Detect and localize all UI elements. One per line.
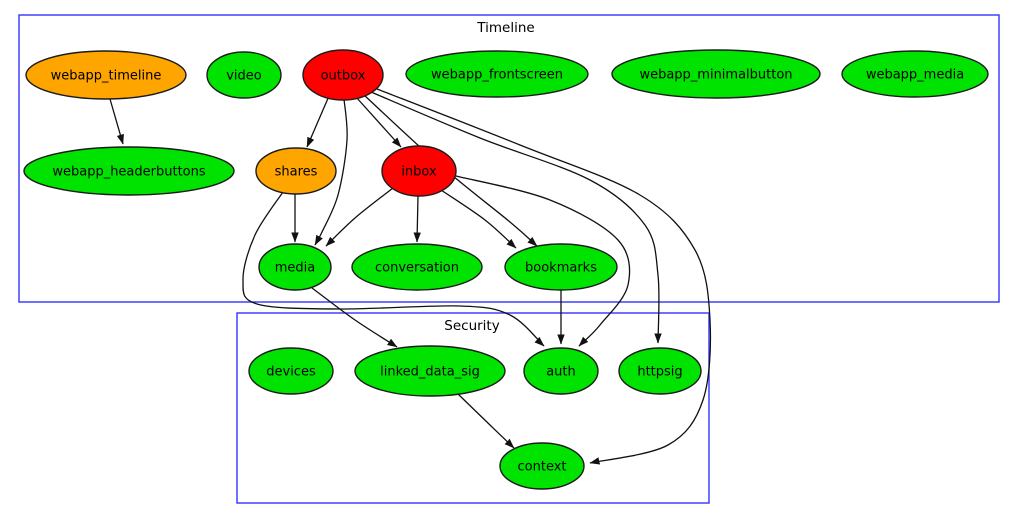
node-bookmarks: bookmarks [504, 243, 618, 291]
cluster-security [236, 312, 710, 504]
node-devices: devices [248, 347, 334, 395]
edge-inbox-to-conversation [413, 195, 421, 243]
edge-outbox-to-context [376, 88, 712, 465]
node-shape-webapp_headerbuttons [23, 146, 235, 196]
edge-outbox-to-media [314, 98, 348, 246]
node-webapp_frontscreen: webapp_frontscreen [405, 50, 589, 98]
edge-media-to-linked_data_sig [311, 287, 398, 348]
node-webapp_minimalbutton: webapp_minimalbutton [611, 49, 821, 99]
node-label-inbox: inbox [401, 165, 437, 180]
edge-outbox-to-httpsig [370, 91, 662, 344]
node-label-webapp_media: webapp_media [866, 68, 964, 83]
node-label-shares: shares [275, 165, 318, 180]
node-shape-webapp_frontscreen [405, 50, 589, 98]
edge-inbox-to-media [325, 187, 394, 247]
node-shape-bookmarks [504, 243, 618, 291]
node-label-webapp_timeline: webapp_timeline [51, 69, 162, 84]
node-label-bookmarks: bookmarks [525, 261, 597, 276]
node-webapp_headerbuttons: webapp_headerbuttons [23, 146, 235, 196]
node-inbox: inbox [381, 145, 457, 197]
node-outbox: outbox [302, 49, 384, 101]
node-shape-inbox [381, 145, 457, 197]
node-label-media: media [275, 261, 316, 276]
node-auth: auth [523, 347, 599, 395]
edge-layer [109, 88, 712, 465]
node-shape-shares [255, 147, 337, 195]
node-context: context [499, 442, 585, 490]
node-shape-linked_data_sig [354, 345, 506, 397]
node-video: video [206, 51, 282, 99]
node-httpsig: httpsig [618, 347, 702, 395]
edge-outbox-to-shares [306, 95, 330, 148]
edge-inbox-to-auth [455, 175, 631, 347]
cluster-label-timeline: Timeline [476, 20, 534, 36]
node-shape-auth [523, 347, 599, 395]
node-media: media [258, 243, 332, 291]
node-shape-video [206, 51, 282, 99]
node-shape-devices [248, 347, 334, 395]
node-label-context: context [518, 460, 567, 475]
node-shape-context [499, 442, 585, 490]
node-webapp_timeline: webapp_timeline [25, 50, 187, 100]
node-label-devices: devices [266, 365, 316, 380]
node-conversation: conversation [351, 243, 483, 291]
node-label-video: video [226, 69, 262, 84]
edge-linked_data_sig-to-context [457, 393, 515, 449]
node-shape-conversation [351, 243, 483, 291]
node-shape-webapp_media [841, 50, 989, 98]
edge-webapp_timeline-to-webapp_headerbuttons [109, 98, 124, 145]
node-shape-outbox [302, 49, 384, 101]
edge-outbox-to-inbox [355, 96, 402, 148]
node-layer: webapp_timeline video outbox webapp_frontsc… [23, 49, 989, 490]
node-shape-httpsig [618, 347, 702, 395]
node-label-auth: auth [546, 365, 576, 380]
node-shape-webapp_timeline [25, 50, 187, 100]
cluster-timeline [18, 14, 1000, 303]
node-label-httpsig: httpsig [637, 365, 682, 380]
node-label-webapp_frontscreen: webapp_frontscreen [431, 68, 563, 83]
node-shape-media [258, 243, 332, 291]
node-label-linked_data_sig: linked_data_sig [380, 365, 480, 380]
node-label-conversation: conversation [375, 261, 459, 276]
node-label-webapp_minimalbutton: webapp_minimalbutton [639, 68, 792, 83]
node-shape-webapp_minimalbutton [611, 49, 821, 99]
node-linked_data_sig: linked_data_sig [354, 345, 506, 397]
node-shares: shares [255, 147, 337, 195]
edge-outbox-to-bookmarks [363, 94, 538, 247]
edge-inbox-to-bookmarks [440, 189, 517, 249]
node-webapp_media: webapp_media [841, 50, 989, 98]
node-label-outbox: outbox [321, 69, 366, 84]
cluster-label-security: Security [444, 318, 499, 334]
node-label-webapp_headerbuttons: webapp_headerbuttons [52, 165, 206, 180]
edge-shares-to-auth [242, 191, 545, 347]
